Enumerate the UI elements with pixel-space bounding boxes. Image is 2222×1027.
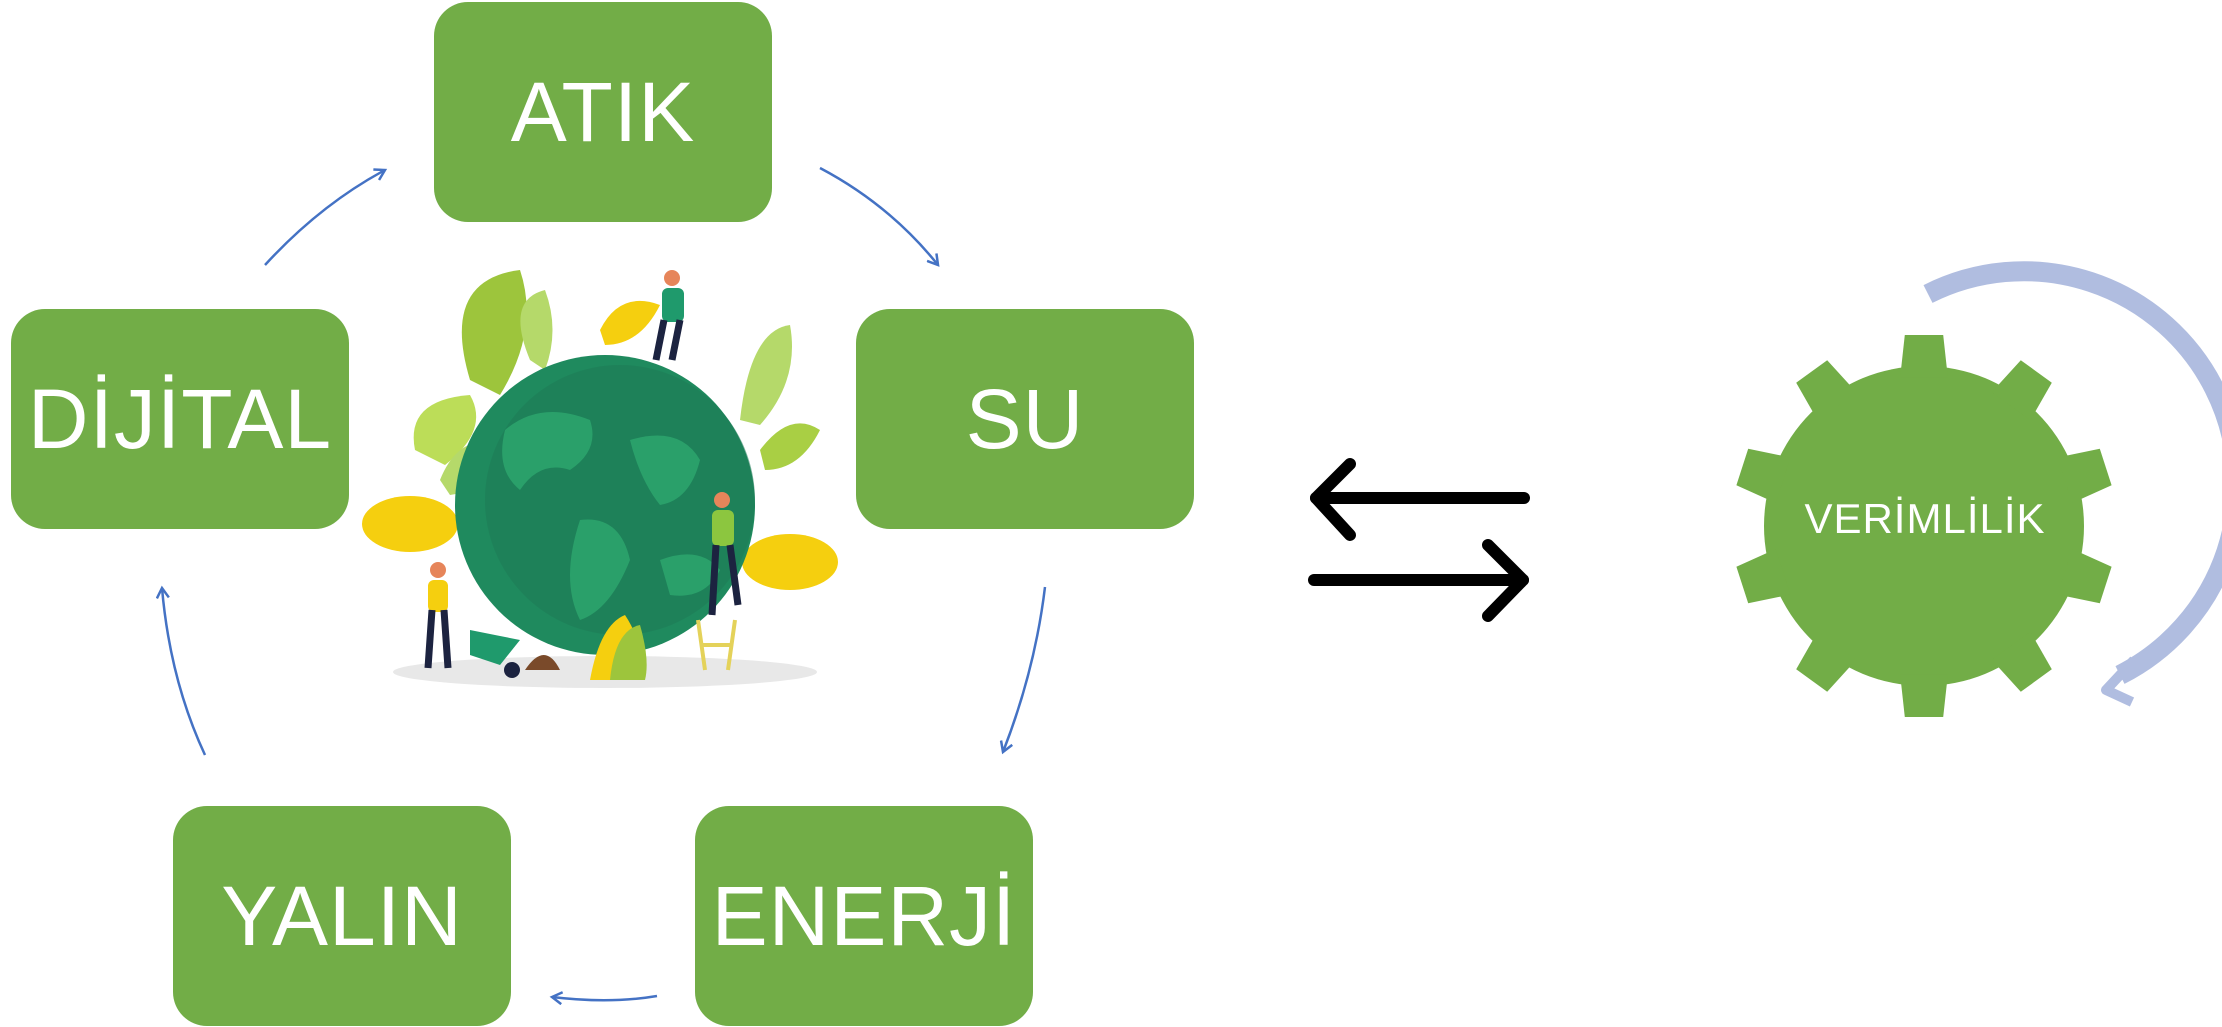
gear-tooth [2057, 549, 2112, 604]
gear-tooth [1900, 335, 1948, 378]
globe-illustration [362, 270, 838, 688]
gear-tooth [1736, 549, 1791, 604]
arrow-enerji-to-yalin [552, 996, 658, 1000]
gear-cycle-arrow [1923, 261, 2222, 684]
arrow-atik-to-su [819, 166, 938, 265]
arrow-yalin-to-dijital [162, 588, 207, 756]
gear-tooth [1991, 631, 2052, 692]
gear-cycle-arrowhead [2101, 656, 2138, 707]
gear-tooth [2057, 448, 2112, 503]
step-enerji: ENERJİ [695, 806, 1033, 1026]
gear-label: VERİMLİLİK [1804, 495, 2046, 542]
gear-icon [1736, 335, 2112, 717]
arrow-dijital-to-atik [264, 170, 385, 266]
step-dijital: DİJİTAL [11, 309, 349, 529]
gear-tooth [1796, 631, 1857, 692]
gear-tooth [1991, 360, 2052, 421]
step-su: SU [856, 309, 1194, 529]
gear-tooth [1736, 448, 1791, 503]
gear-tooth [1900, 674, 1948, 717]
arrow-su-to-enerji [1003, 586, 1047, 752]
gear-tooth [1796, 360, 1857, 421]
step-atik: ATIK [434, 2, 772, 222]
exchange-arrows-icon [1308, 458, 1530, 622]
step-yalin: YALIN [173, 806, 511, 1026]
